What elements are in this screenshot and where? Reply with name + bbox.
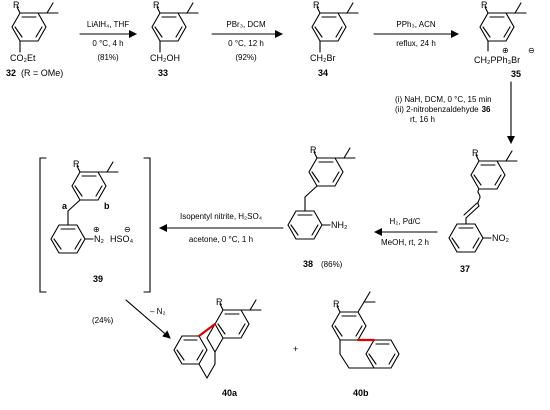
reagent: Isopentyl nitrite, H₂SO₄ — [180, 212, 262, 221]
compound-label: 34 — [318, 68, 328, 78]
compound-37: R NO₂ 37 — [448, 148, 518, 274]
conditions-time: rt, 16 h — [410, 115, 435, 124]
new-bond-highlight — [197, 322, 217, 338]
compound-label: 35 — [511, 69, 521, 79]
r-definition: (R = OMe) — [21, 68, 63, 78]
compound-label: 37 — [460, 264, 470, 274]
substituent-r: R — [310, 145, 317, 155]
diazonium-group: N₂ — [94, 234, 104, 244]
compound-39: R a b ⊕ N₂ ⊖ HSO₄ 39 — [39, 157, 151, 293]
step-1: LiAlH₄, THF 0 °C, 4 h (81%) — [79, 20, 137, 62]
yield: (24%) — [92, 316, 114, 325]
compound-34: R CH₂Br 34 — [310, 0, 359, 78]
reagent: H₂, Pd/C — [389, 217, 420, 226]
conditions: reflux, 24 h — [396, 39, 436, 48]
charge-minus: ⊖ — [124, 225, 131, 234]
compound-40a: R 40a — [173, 297, 262, 398]
yield: (92%) — [235, 53, 257, 62]
conditions: 0 °C, 4 h — [92, 39, 123, 48]
bracket-right — [143, 157, 151, 293]
charge-plus: ⊕ — [93, 225, 100, 234]
compound-32: R CO₂Et 32 (R = OMe) — [6, 0, 63, 78]
compound-33: R CH₂OH 33 — [150, 0, 199, 78]
counterion: HSO₄ — [110, 234, 134, 244]
substituent-r: R — [333, 299, 340, 309]
compound-38: R NH₂ 38 (86%) — [287, 145, 356, 269]
nitro-group: NO₂ — [492, 233, 510, 243]
reagent-ref-36: 36 — [482, 105, 491, 114]
substituent-r: R — [216, 297, 223, 307]
charge-minus: ⊖ — [528, 46, 535, 55]
compound-label: 40a — [222, 388, 238, 398]
ester-group: CO₂Et — [10, 53, 36, 63]
conditions-ii: (ii) 2-nitrobenzaldehyde — [395, 105, 479, 114]
conditions: MeOH, rt, 2 h — [381, 238, 429, 247]
step-3: PPh₃, ACN reflux, 24 h — [373, 20, 459, 48]
substituent-r: R — [153, 0, 160, 10]
charge-plus: ⊕ — [502, 46, 509, 55]
site-a-label: a — [62, 201, 68, 211]
conditions-i: (i) NaH, DCM, 0 °C, 15 min — [395, 95, 492, 104]
step-7: – N₂ (24%) — [92, 299, 171, 339]
reagent: PPh₃, ACN — [396, 20, 435, 29]
compound-label: 38 — [303, 259, 313, 269]
substituent-r: R — [73, 159, 80, 169]
step-4: (i) NaH, DCM, 0 °C, 15 min (ii) 2-nitrob… — [395, 81, 515, 144]
step-6: Isopentyl nitrite, H₂SO₄ acetone, 0 °C, … — [159, 212, 284, 244]
step-2: PBr₃, DCM 0 °C, 12 h (92%) — [211, 20, 283, 62]
yield: (86%) — [321, 260, 343, 269]
alcohol-group: CH₂OH — [150, 53, 180, 63]
amine-group: NH₂ — [331, 220, 348, 230]
substituent-r: R — [472, 148, 479, 158]
reagent: PBr₃, DCM — [226, 20, 266, 29]
byproduct: – N₂ — [150, 307, 166, 316]
yield: (81%) — [97, 53, 119, 62]
bromide-group: CH₂Br — [310, 53, 336, 63]
conditions: acetone, 0 °C, 1 h — [189, 235, 253, 244]
step-5: H₂, Pd/C MeOH, rt, 2 h — [374, 217, 438, 247]
compound-label: 32 — [6, 68, 16, 78]
substituent-r: R — [13, 0, 20, 10]
compound-label: 39 — [93, 274, 103, 284]
bracket-left — [39, 157, 47, 293]
compound-label: 40b — [353, 388, 369, 398]
reagent: LiAlH₄, THF — [87, 20, 129, 29]
compound-label: 33 — [158, 68, 168, 78]
site-b-label: b — [104, 201, 110, 211]
compound-40b: R 40b — [331, 291, 400, 398]
phosphonium-group: CH₂PPh₃Br — [474, 55, 520, 65]
substituent-r: R — [481, 0, 488, 10]
compound-35: R ⊕ ⊖ CH₂PPh₃Br 35 — [474, 0, 535, 79]
plus-sign: + — [293, 344, 298, 354]
conditions: 0 °C, 12 h — [228, 39, 264, 48]
substituent-r: R — [313, 0, 320, 10]
